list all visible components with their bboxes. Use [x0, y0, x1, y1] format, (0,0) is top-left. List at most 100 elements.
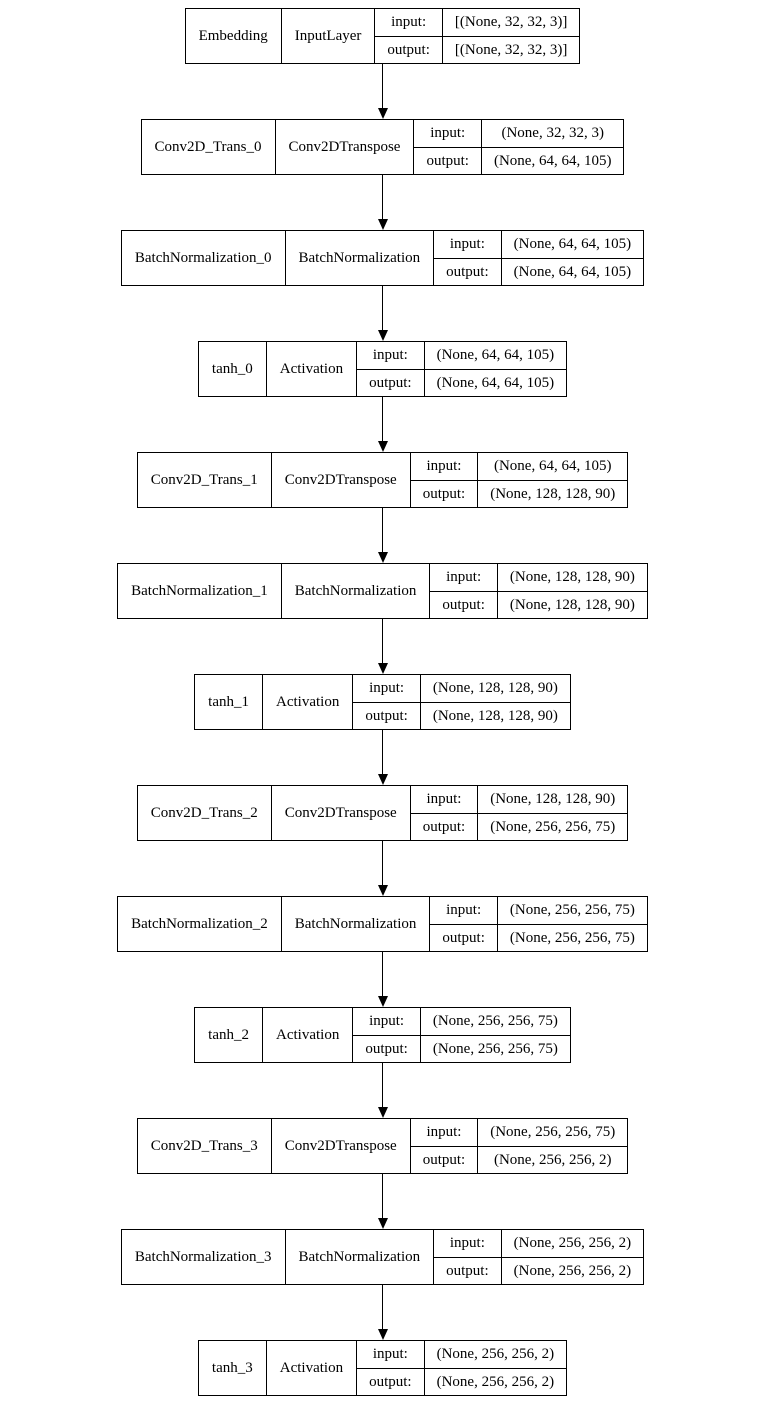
- layer-io-table: input: (None, 256, 256, 75) output: (Non…: [430, 897, 647, 951]
- input-label: input:: [430, 897, 498, 924]
- output-label: output:: [353, 1035, 421, 1062]
- arrow-head-icon: [377, 996, 388, 1007]
- flow-arrow: [377, 1285, 388, 1340]
- output-shape: (None, 64, 64, 105): [424, 369, 567, 396]
- input-label: input:: [411, 786, 479, 813]
- arrow-head-icon: [377, 108, 388, 119]
- layer-type: BatchNormalization: [286, 1230, 435, 1284]
- flow-arrow: [377, 1174, 388, 1229]
- layer-io-table: input: [(None, 32, 32, 3)] output: [(Non…: [375, 9, 580, 63]
- layer-io-table: input: (None, 128, 128, 90) output: (Non…: [410, 786, 628, 840]
- layer-node-tanh_3: tanh_3 Activation input: (None, 256, 256…: [197, 1340, 568, 1396]
- arrow-line: [381, 730, 384, 774]
- input-shape: (None, 256, 256, 2): [436, 1346, 555, 1362]
- output-shape: (None, 256, 256, 75): [420, 1035, 570, 1062]
- arrow-line: [381, 952, 384, 996]
- layer-type: Conv2DTranspose: [272, 453, 411, 507]
- input-label: input:: [411, 453, 479, 480]
- output-shape: (None, 128, 128, 90): [497, 591, 647, 618]
- layer-io-table: input: (None, 256, 256, 2) output: (None…: [434, 1230, 644, 1284]
- input-label: input:: [357, 1341, 425, 1368]
- layer-name: Conv2D_Trans_1: [138, 453, 272, 507]
- layer-name: tanh_3: [199, 1341, 267, 1395]
- layer-io-table: input: (None, 64, 64, 105) output: (None…: [357, 342, 567, 396]
- layer-type: BatchNormalization: [286, 231, 435, 285]
- layer-type: Activation: [267, 342, 358, 396]
- output-shape: (None, 128, 128, 90): [420, 702, 570, 729]
- input-label: input:: [414, 120, 482, 147]
- flow-arrow: [377, 64, 388, 119]
- output-shape: (None, 256, 256, 2): [501, 1257, 644, 1284]
- arrow-line: [381, 1285, 384, 1329]
- arrow-line: [381, 1063, 384, 1107]
- output-label: output:: [357, 369, 425, 396]
- layer-node-tanh_2: tanh_2 Activation input: (None, 256, 256…: [194, 1007, 571, 1063]
- layer-node-conv2d_trans_0: Conv2D_Trans_0 Conv2DTranspose input: (N…: [140, 119, 625, 175]
- arrow-head-icon: [377, 219, 388, 230]
- output-label: output:: [414, 147, 482, 174]
- layer-io-table: input: (None, 256, 256, 75) output: (Non…: [353, 1008, 570, 1062]
- arrow-head-icon: [377, 1218, 388, 1229]
- flow-arrow: [377, 175, 388, 230]
- output-label: output:: [357, 1368, 425, 1395]
- layer-name: BatchNormalization_1: [118, 564, 282, 618]
- output-shape: (None, 128, 128, 90): [478, 480, 628, 507]
- arrow-line: [381, 841, 384, 885]
- arrow-head-icon: [377, 663, 388, 674]
- layer-io-table: input: (None, 128, 128, 90) output: (Non…: [430, 564, 647, 618]
- input-shape: (None, 256, 256, 75): [432, 1013, 558, 1029]
- layer-io-table: input: (None, 32, 32, 3) output: (None, …: [414, 120, 624, 174]
- flow-arrow: [377, 397, 388, 452]
- output-shape: (None, 256, 256, 2): [478, 1146, 628, 1173]
- arrow-line: [381, 175, 384, 219]
- input-shape: (None, 64, 64, 105): [493, 458, 612, 474]
- layer-io-table: input: (None, 64, 64, 105) output: (None…: [434, 231, 644, 285]
- input-label: input:: [434, 231, 502, 258]
- layer-node-embedding: Embedding InputLayer input: [(None, 32, …: [184, 8, 581, 64]
- flow-arrow: [377, 619, 388, 674]
- output-label: output:: [434, 258, 502, 285]
- layer-name: BatchNormalization_2: [118, 897, 282, 951]
- layer-name: BatchNormalization_0: [122, 231, 286, 285]
- output-label: output:: [430, 591, 498, 618]
- arrow-head-icon: [377, 1329, 388, 1340]
- input-label: input:: [430, 564, 498, 591]
- input-shape: (None, 32, 32, 3): [501, 125, 604, 141]
- layer-type: InputLayer: [282, 9, 376, 63]
- layer-type: Conv2DTranspose: [276, 120, 415, 174]
- arrow-head-icon: [377, 552, 388, 563]
- layer-name: tanh_2: [195, 1008, 263, 1062]
- output-shape: [(None, 32, 32, 3)]: [442, 36, 580, 63]
- layer-name: BatchNormalization_3: [122, 1230, 286, 1284]
- layer-io-table: input: (None, 256, 256, 75) output: (Non…: [410, 1119, 628, 1173]
- input-shape: [(None, 32, 32, 3)]: [454, 14, 568, 30]
- layer-name: Conv2D_Trans_3: [138, 1119, 272, 1173]
- arrow-head-icon: [377, 330, 388, 341]
- layer-name: Conv2D_Trans_2: [138, 786, 272, 840]
- output-shape: (None, 64, 64, 105): [481, 147, 624, 174]
- layer-node-tanh_1: tanh_1 Activation input: (None, 128, 128…: [194, 674, 571, 730]
- output-label: output:: [410, 480, 479, 507]
- flow-arrow: [377, 1063, 388, 1118]
- layer-type: BatchNormalization: [282, 897, 431, 951]
- input-shape: (None, 128, 128, 90): [432, 680, 558, 696]
- input-shape: (None, 64, 64, 105): [513, 236, 632, 252]
- output-label: output:: [430, 924, 498, 951]
- flow-arrow: [377, 508, 388, 563]
- input-shape: (None, 64, 64, 105): [436, 347, 555, 363]
- arrow-head-icon: [377, 1107, 388, 1118]
- layer-type: Activation: [263, 675, 354, 729]
- layer-name: tanh_1: [195, 675, 263, 729]
- output-label: output:: [434, 1257, 502, 1284]
- layer-name: Conv2D_Trans_0: [142, 120, 276, 174]
- layer-io-table: input: (None, 256, 256, 2) output: (None…: [357, 1341, 567, 1395]
- input-label: input:: [434, 1230, 502, 1257]
- arrow-line: [381, 286, 384, 330]
- output-shape: (None, 256, 256, 2): [424, 1368, 567, 1395]
- input-label: input:: [353, 1008, 421, 1035]
- layer-io-table: input: (None, 64, 64, 105) output: (None…: [410, 453, 628, 507]
- layer-node-conv2d_trans_1: Conv2D_Trans_1 Conv2DTranspose input: (N…: [136, 452, 629, 508]
- layer-node-tanh_0: tanh_0 Activation input: (None, 64, 64, …: [197, 341, 568, 397]
- arrow-head-icon: [377, 885, 388, 896]
